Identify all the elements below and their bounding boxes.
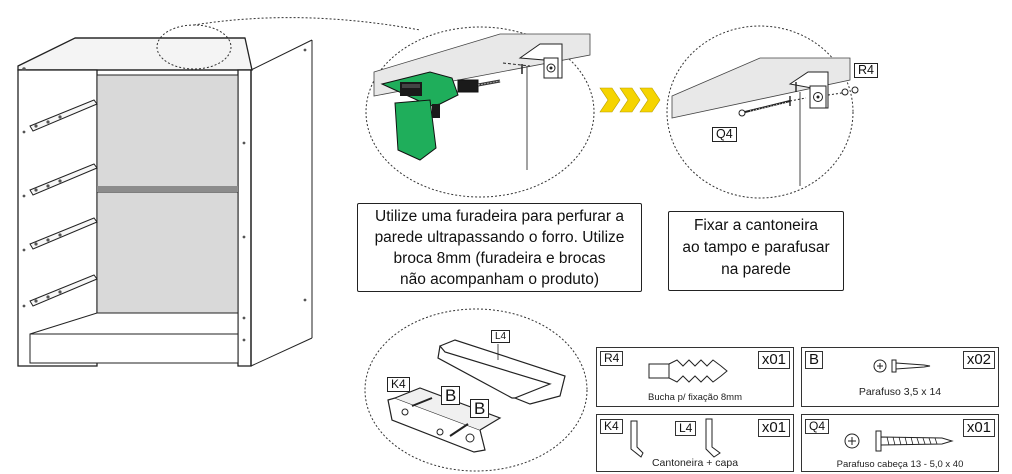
- part-card-k4-l4: K4 L4 x01 Cantoneira + capa: [596, 414, 794, 472]
- step2-caption: Fixar a cantoneira ao tampo e parafusar …: [668, 211, 844, 291]
- drill-icon: [380, 71, 501, 161]
- part-name: Parafuso cabeça 13 - 5,0 x 40: [836, 459, 964, 470]
- part-qty: x01: [757, 419, 790, 437]
- part-code: R4: [600, 351, 624, 366]
- part-card-r4: R4 x01 Bucha p/ fixação 8mm: [596, 347, 794, 407]
- callout-b-1: B: [441, 386, 461, 405]
- cap-icon: [437, 339, 566, 405]
- callout-k4: K4: [387, 377, 410, 392]
- step1-caption: Utilize uma furadeira para perfurar a pa…: [357, 203, 642, 292]
- part-qty: x01: [757, 351, 790, 369]
- part-card-b: B x02 Parafuso 3,5 x 14: [801, 347, 999, 407]
- part-code: K4: [600, 419, 623, 434]
- bracket-icon: [630, 420, 644, 458]
- screw-icon: [738, 100, 791, 117]
- callout-b-2: B: [470, 399, 490, 418]
- part-name: Parafuso 3,5 x 14: [858, 386, 942, 398]
- cap-icon: [705, 418, 721, 458]
- part-qty: x02: [962, 351, 995, 369]
- part-name: Cantoneira + capa: [651, 457, 739, 469]
- part-card-q4: Q4 x01 Parafuso cabeça 13 - 5,0 x 40: [801, 414, 999, 472]
- arrow-next-icon: [599, 87, 661, 113]
- wall-plug-icon: [648, 359, 728, 383]
- callout-r4: R4: [854, 63, 878, 78]
- part-name: Bucha p/ fixação 8mm: [648, 392, 742, 403]
- part-qty: x01: [962, 419, 995, 437]
- part-code-2: L4: [675, 421, 697, 436]
- bracket-icon: [518, 43, 563, 79]
- screw-icon: [844, 430, 954, 452]
- callout-l4: L4: [491, 330, 511, 343]
- callout-q4: Q4: [712, 127, 737, 142]
- part-code: Q4: [805, 419, 830, 434]
- part-code: B: [805, 351, 824, 369]
- screw-icon: [873, 359, 931, 373]
